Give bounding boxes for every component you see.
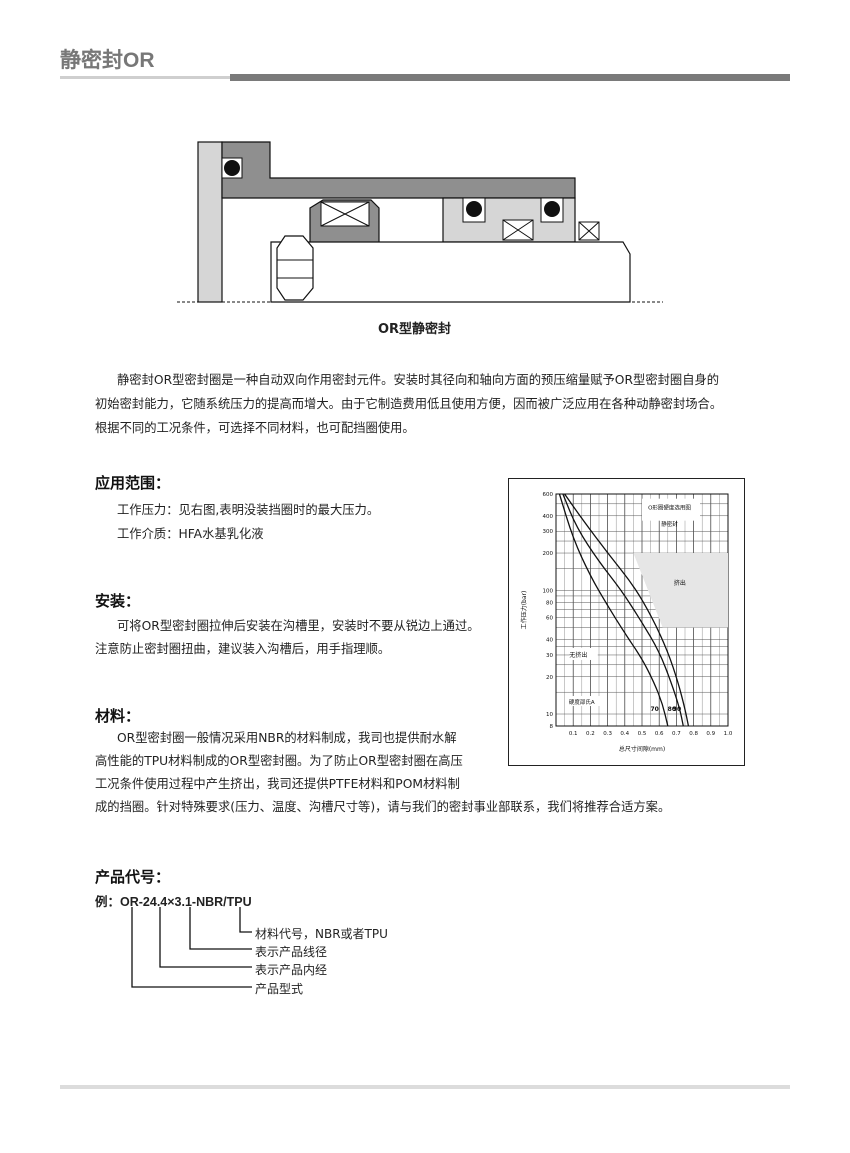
region-label-hardness: 硬度邵氏A bbox=[569, 698, 595, 706]
y-tick-label: 40 bbox=[546, 638, 553, 644]
product-code-example: 例：OR-24.4×3.1-NBR/TPU bbox=[95, 895, 252, 909]
y-axis-title: 工作压力(bar) bbox=[520, 591, 528, 630]
o-ring-icon bbox=[466, 201, 482, 217]
series-label-90: 90 bbox=[673, 706, 681, 713]
y-tick-label: 20 bbox=[546, 675, 553, 681]
code-legend-inner-diameter: 表示产品内经 bbox=[255, 963, 328, 977]
code-legend-material: 材料代号，NBR或者TPU bbox=[255, 927, 388, 941]
chart-ticks: 600 400 300 200 100 80 60 40 30 20 10 8 0.1 0.2 0.3 0.4… bbox=[543, 492, 733, 737]
x-tick-label: 0.5 bbox=[638, 731, 647, 737]
header-rule-light bbox=[60, 76, 230, 79]
chart-subtitle: 静密封 bbox=[661, 520, 678, 528]
application-title: 应用范围： bbox=[95, 474, 171, 492]
y-tick-label: 200 bbox=[543, 551, 554, 557]
product-code-leader-lines bbox=[131, 907, 252, 988]
region-label-no-extrusion: 无挤出 bbox=[569, 651, 587, 659]
x-tick-label: 0.4 bbox=[620, 731, 629, 737]
intro-line: 静密封OR型密封圈是一种自动双向作用密封元件。安装时其径向和轴向方面的预压缩量赋… bbox=[117, 373, 720, 387]
seal-cross-section-diagram bbox=[177, 141, 663, 303]
no-extrusion-label-bg bbox=[569, 647, 598, 660]
intro-line: 根据不同的工况条件，可选择不同材料，也可配挡圈使用。 bbox=[95, 421, 415, 435]
x-tick-label: 0.1 bbox=[569, 731, 578, 737]
x-tick-label: 0.6 bbox=[655, 731, 664, 737]
pressure-hardness-chart: 600 400 300 200 100 80 60 40 30 20 10 8 0.1 0.2 0.3 0.4… bbox=[508, 478, 745, 766]
chart-regions bbox=[633, 553, 728, 628]
y-tick-label: 600 bbox=[543, 492, 554, 498]
intro-paragraph: 静密封OR型密封圈是一种自动双向作用密封元件。安装时其径向和轴向方面的预压缩量赋… bbox=[95, 368, 765, 440]
series-label-80: 80 bbox=[668, 706, 676, 713]
installation-line: 注意防止密封圈扭曲，建议装入沟槽后，用手指理顺。 bbox=[95, 642, 391, 656]
application-medium: 工作介质：HFA水基乳化液 bbox=[117, 527, 264, 541]
y-tick-label: 60 bbox=[546, 616, 553, 622]
y-tick-label: 400 bbox=[543, 514, 554, 520]
y-tick-label: 300 bbox=[543, 529, 554, 535]
header-rule-dark bbox=[230, 74, 790, 81]
page-title: 静密封OR bbox=[60, 49, 155, 72]
material-line: 成的挡圈。针对特殊要求(压力、温度、沟槽尺寸等)，请与我们的密封事业部联系，我们… bbox=[95, 800, 671, 814]
installation-line: 可将OR型密封圈拉伸后安装在沟槽里，安装时不要从锐边上通过。 bbox=[117, 619, 480, 633]
hardness-curve-80 bbox=[562, 493, 684, 727]
footer-rule bbox=[60, 1085, 790, 1089]
diagram-caption: OR型静密封 bbox=[378, 322, 452, 337]
hardness-curve-70 bbox=[558, 493, 669, 727]
x-tick-label: 1.0 bbox=[724, 731, 733, 737]
x-tick-label: 0.9 bbox=[706, 731, 715, 737]
material-line: 工况条件使用过程中产生挤出，我司还提供PTFE材料和POM材料制 bbox=[95, 777, 460, 791]
o-ring-icon bbox=[544, 201, 560, 217]
chart-curves bbox=[558, 493, 690, 727]
chart-title: O形圈硬度选用图 bbox=[648, 503, 691, 511]
region-label-extrusion: 挤出 bbox=[674, 579, 686, 587]
material-line: OR型密封圈一般情况采用NBR的材料制成，我司也提供耐水解 bbox=[117, 731, 457, 745]
x-tick-label: 0.8 bbox=[689, 731, 698, 737]
code-legend-wire-diameter: 表示产品线径 bbox=[255, 945, 328, 959]
code-legend-type: 产品型式 bbox=[255, 982, 304, 996]
x-tick-label: 0.3 bbox=[603, 731, 612, 737]
chart-title-box bbox=[642, 498, 700, 521]
product-code-title: 产品代号： bbox=[95, 868, 171, 886]
hardness-curve-90 bbox=[564, 493, 690, 727]
material-line: 高性能的TPU材料制成的OR型密封圈。为了防止OR型密封圈在高压 bbox=[95, 754, 463, 768]
extrusion-region bbox=[633, 553, 728, 628]
installation-title: 安装： bbox=[95, 592, 141, 610]
application-pressure: 工作压力：见右图,表明没装挡圈时的最大压力。 bbox=[117, 503, 380, 517]
y-tick-label: 80 bbox=[546, 600, 553, 606]
series-label-70: 70 bbox=[650, 706, 658, 713]
intro-line: 初始密封能力，它随系统压力的提高而增大。由于它制造费用低且使用方便，因而被广泛应… bbox=[95, 397, 723, 411]
extrusion-label-bg bbox=[666, 575, 689, 588]
y-tick-label: 10 bbox=[546, 712, 553, 718]
y-tick-label: 100 bbox=[543, 588, 554, 594]
hardness-label-bg bbox=[569, 696, 606, 707]
y-tick-label: 8 bbox=[550, 724, 554, 730]
x-axis-title: 总尺寸间隙(mm) bbox=[619, 745, 665, 753]
x-tick-label: 0.2 bbox=[586, 731, 595, 737]
material-title: 材料： bbox=[95, 707, 141, 725]
y-tick-label: 30 bbox=[546, 653, 553, 659]
x-tick-label: 0.7 bbox=[672, 731, 681, 737]
o-ring-icon bbox=[224, 160, 240, 176]
